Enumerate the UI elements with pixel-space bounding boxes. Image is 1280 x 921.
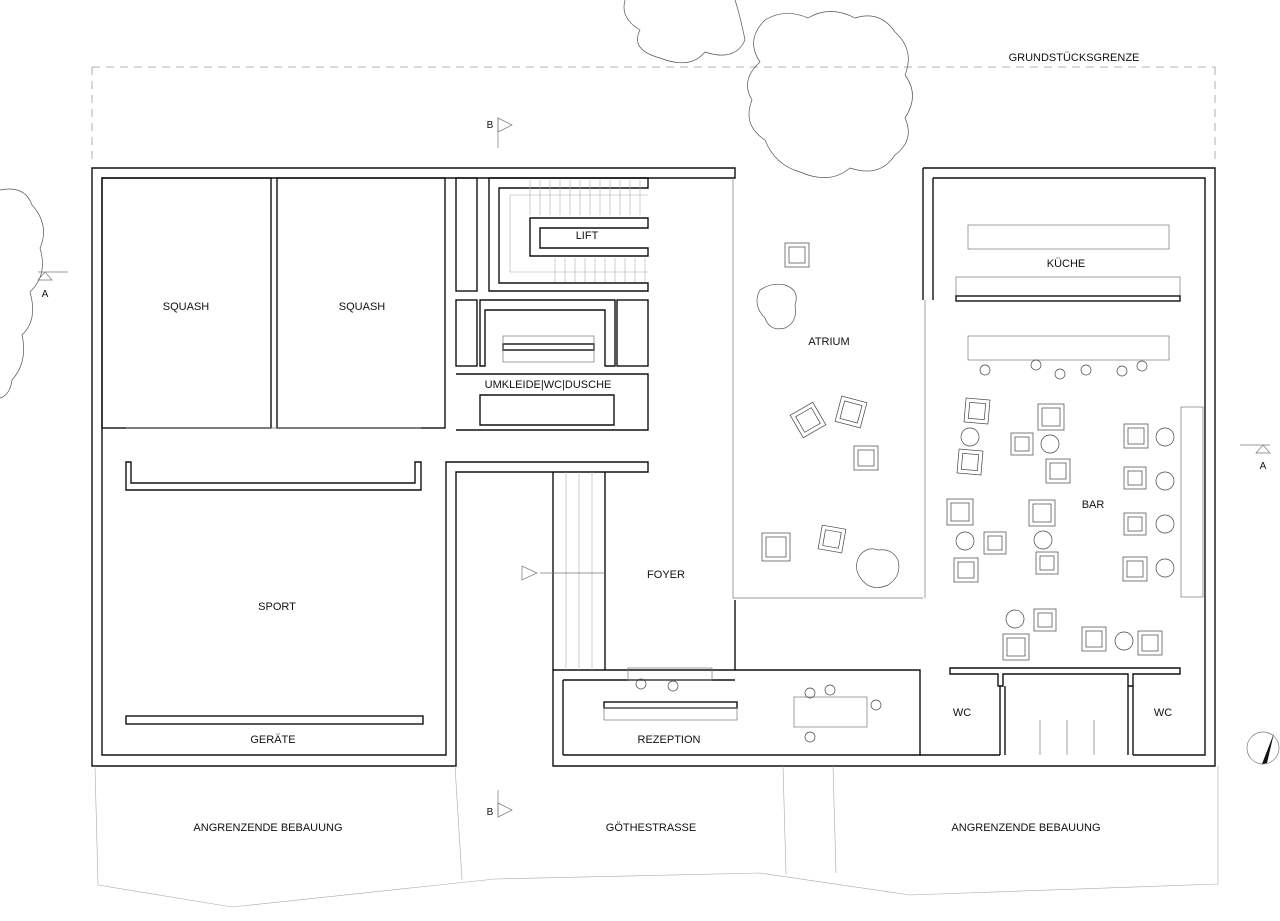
adjacent-building-left-label: ANGRENZENDE BEBAUUNG	[193, 822, 342, 834]
reception-counter	[603, 667, 868, 728]
chair-icon	[761, 532, 791, 562]
foyer-stairs	[521, 472, 606, 670]
chair-icon	[963, 397, 991, 425]
stool-icon	[960, 427, 980, 447]
chair-icon	[1002, 633, 1030, 661]
surrounding-lines	[94, 765, 1219, 908]
stool-icon	[1116, 365, 1128, 377]
section-markers	[37, 117, 1271, 818]
stool-icon	[1155, 514, 1175, 534]
room-label-squash-1: SQUASH	[163, 301, 210, 313]
room-label-atrium: ATRIUM	[808, 336, 849, 348]
room-label-squash-2: SQUASH	[339, 301, 386, 313]
wc-block	[949, 667, 1181, 755]
stool-icon	[1155, 427, 1175, 447]
stool-icon	[1080, 364, 1092, 376]
stool-icon	[804, 731, 816, 743]
chair-icon	[1137, 630, 1163, 656]
room-label-bar: BAR	[1082, 499, 1105, 511]
chair-icon	[1122, 556, 1148, 582]
stool-icon	[1114, 631, 1134, 651]
room-labels: GRUNDSTÜCKSGRENZE SQUASH SQUASH LIFT UMK…	[42, 52, 1267, 834]
property-line-label: GRUNDSTÜCKSGRENZE	[1009, 52, 1140, 64]
stool-icon	[667, 680, 679, 692]
chair-icon	[946, 498, 974, 526]
chair-icon	[1123, 466, 1147, 490]
room-label-wc-left: WC	[953, 707, 971, 719]
chair-icon	[784, 242, 810, 268]
room-label-reception: REZEPTION	[638, 734, 701, 746]
room-label-foyer: FOYER	[647, 569, 685, 581]
adjacent-building-right-label: ANGRENZENDE BEBAUUNG	[951, 822, 1100, 834]
chair-icon	[1035, 551, 1059, 575]
tree-outlines	[0, 0, 913, 588]
stool-icon	[1033, 530, 1053, 550]
stool-icon	[955, 531, 975, 551]
bar-bench	[1180, 406, 1204, 598]
chair-icon	[983, 531, 1007, 555]
stool-icon	[804, 687, 816, 699]
stool-icon	[1005, 609, 1025, 629]
chair-icon	[1123, 512, 1147, 536]
chair-icon	[1010, 432, 1034, 456]
north-arrow-icon	[1246, 731, 1280, 765]
chair-icon	[953, 557, 979, 583]
stool-icon	[1155, 558, 1175, 578]
chair-icon	[1081, 626, 1107, 652]
chair-icon	[956, 448, 984, 476]
street-label: GÖTHESTRASSE	[606, 822, 696, 834]
stool-icon	[1030, 359, 1042, 371]
chair-icon	[817, 524, 847, 554]
room-label-lift: LIFT	[576, 230, 599, 242]
furniture	[635, 242, 1175, 743]
stool-icon	[979, 364, 991, 376]
stool-icon	[1155, 471, 1175, 491]
chair-icon	[1028, 499, 1056, 527]
room-label-wc-right: WC	[1154, 707, 1172, 719]
chair-icon	[789, 401, 827, 439]
chair-icon	[834, 395, 868, 429]
section-mark-b-top: B	[487, 120, 494, 131]
property-boundary	[91, 66, 1216, 165]
chair-icon	[1123, 423, 1149, 449]
section-mark-a-right: A	[1260, 461, 1267, 472]
room-label-kitchen: KÜCHE	[1047, 258, 1086, 270]
room-label-sport: SPORT	[258, 601, 296, 613]
sport-hall-fixtures	[125, 427, 424, 725]
kitchen-counters	[955, 224, 1181, 361]
stool-icon	[1040, 434, 1060, 454]
stool-icon	[870, 699, 882, 711]
atrium-glazing	[732, 178, 926, 599]
chair-icon	[1033, 608, 1057, 632]
room-label-changing: UMKLEIDE|WC|DUSCHE	[485, 379, 612, 391]
chair-icon	[1045, 458, 1071, 484]
section-mark-b-bottom: B	[487, 807, 494, 818]
stool-icon	[1136, 360, 1148, 372]
stair-lift-core	[455, 177, 649, 292]
chair-icon	[1037, 403, 1065, 431]
stool-icon	[1054, 368, 1066, 380]
changing-rooms	[455, 299, 649, 431]
stool-icon	[635, 678, 647, 690]
section-mark-a-left: A	[42, 289, 49, 300]
stool-icon	[824, 684, 836, 696]
room-label-equipment: GERÄTE	[250, 734, 295, 746]
chair-icon	[853, 445, 879, 471]
